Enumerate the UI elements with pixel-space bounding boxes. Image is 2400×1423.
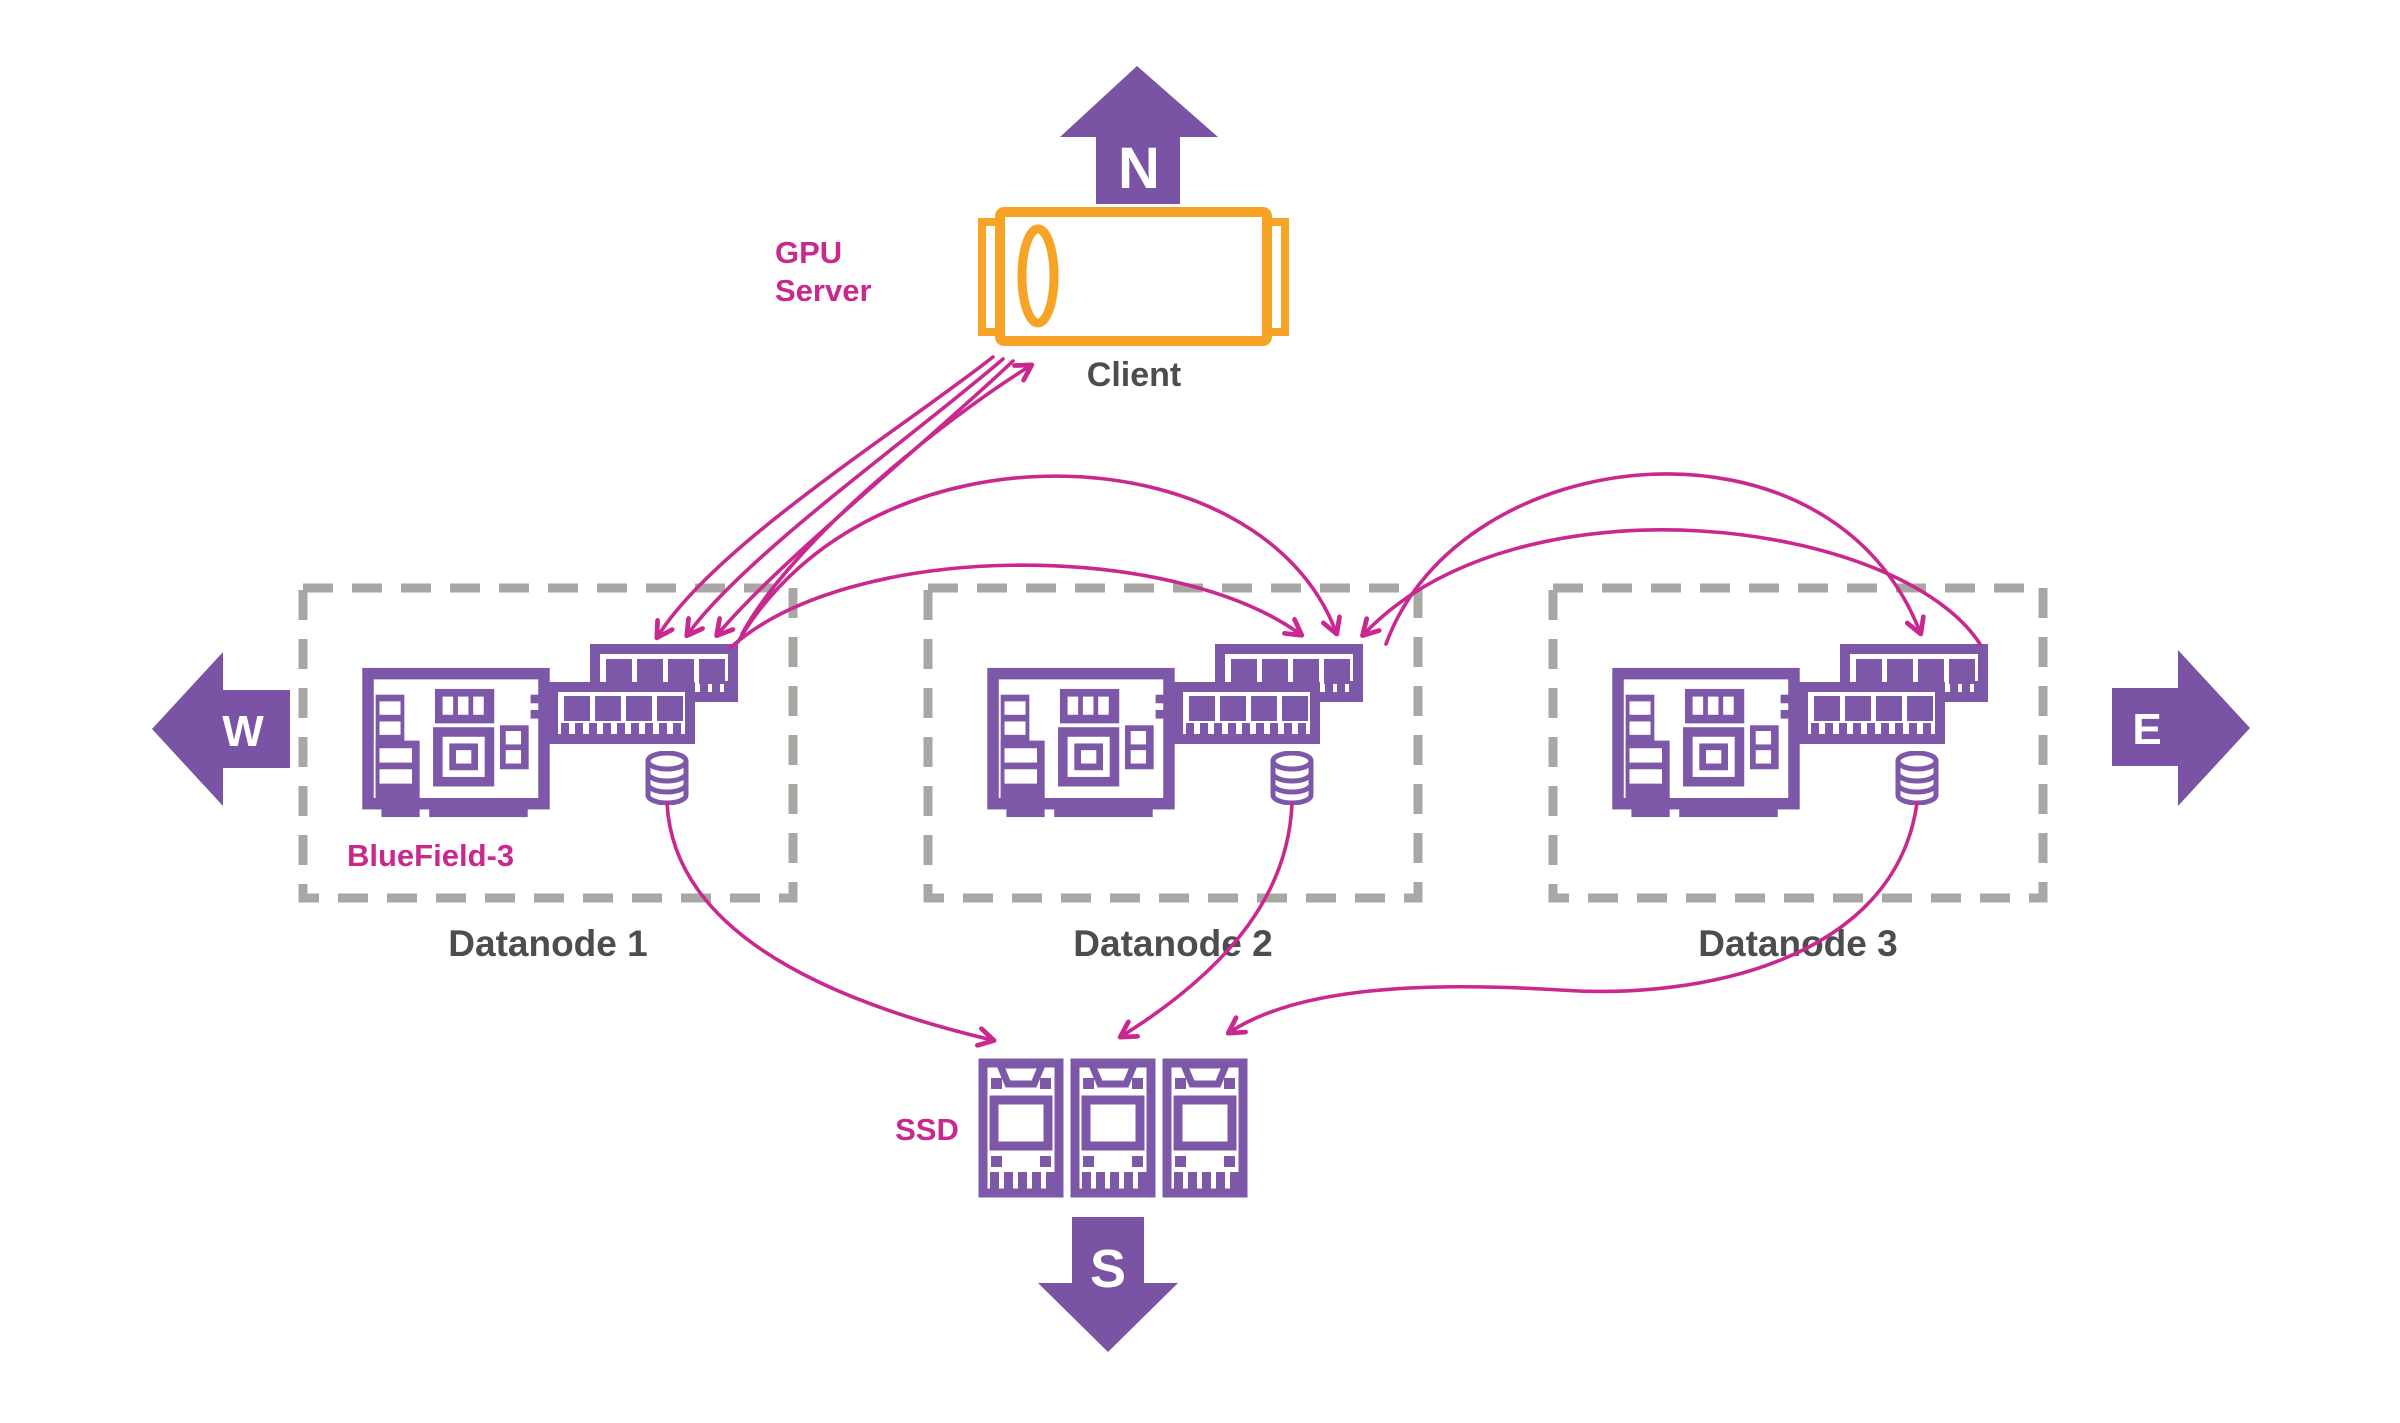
flow-client-to-dn1-a bbox=[658, 355, 995, 636]
flow-dn1-to-dn2-low bbox=[728, 563, 1300, 650]
flow-dn1-db-to-ssd bbox=[665, 801, 992, 1040]
bluefield-card-icon bbox=[368, 674, 544, 817]
bluefield-label: BlueField-3 bbox=[347, 838, 514, 873]
datanode-2-box bbox=[923, 583, 1423, 903]
ssd-icon bbox=[1167, 1063, 1243, 1193]
west-arrow-label: W bbox=[222, 707, 264, 756]
bluefield-card-icon bbox=[993, 674, 1169, 817]
ssd-label: SSD bbox=[895, 1112, 959, 1147]
flow-dn2-db-to-ssd bbox=[1122, 802, 1294, 1036]
datanode-1-label: Datanode 1 bbox=[448, 923, 647, 964]
west-arrow-icon: W bbox=[152, 652, 290, 806]
flow-client-to-dn1-b bbox=[688, 357, 1005, 634]
datanode-3-label: Datanode 3 bbox=[1698, 923, 1897, 964]
flow-dn3-to-dn2 bbox=[1364, 528, 1982, 646]
flow-dn1-to-client bbox=[740, 366, 1030, 636]
bluefield-card-icon bbox=[1618, 674, 1794, 817]
south-arrow-label: S bbox=[1090, 1239, 1126, 1299]
flow-client-to-dn1-c bbox=[718, 359, 1015, 634]
ssd-icon bbox=[1075, 1063, 1151, 1193]
north-arrow-icon: N bbox=[1060, 66, 1218, 204]
ssd-icon bbox=[983, 1063, 1059, 1193]
dimm-stack-icon bbox=[553, 649, 733, 739]
ssd-group bbox=[983, 1063, 1243, 1193]
gpu-server-label-line2: Server bbox=[775, 273, 872, 308]
east-arrow-icon: E bbox=[2112, 650, 2250, 806]
datanode-3-box bbox=[1548, 583, 2048, 903]
flow-dn1-to-dn2-high bbox=[736, 474, 1336, 644]
database-icon bbox=[648, 753, 686, 803]
dimm-stack-icon bbox=[1178, 649, 1358, 739]
north-arrow-label: N bbox=[1118, 136, 1160, 201]
database-icon bbox=[1273, 753, 1311, 803]
south-arrow-icon: S bbox=[1038, 1217, 1178, 1352]
east-arrow-label: E bbox=[2132, 705, 2161, 754]
dimm-stack-icon bbox=[1803, 649, 1983, 739]
gpu-server-icon bbox=[978, 207, 1289, 346]
flow-dn2-to-dn3 bbox=[1384, 472, 1920, 646]
flow-arrows bbox=[658, 355, 1982, 1040]
database-icon bbox=[1898, 753, 1936, 803]
flow-dn3-db-to-ssd bbox=[1230, 801, 1919, 1032]
datanode-1-box bbox=[298, 583, 798, 903]
datanode-2-label: Datanode 2 bbox=[1073, 923, 1272, 964]
gpu-server-label-line1: GPU bbox=[775, 235, 842, 270]
client-label: Client bbox=[1087, 356, 1181, 394]
